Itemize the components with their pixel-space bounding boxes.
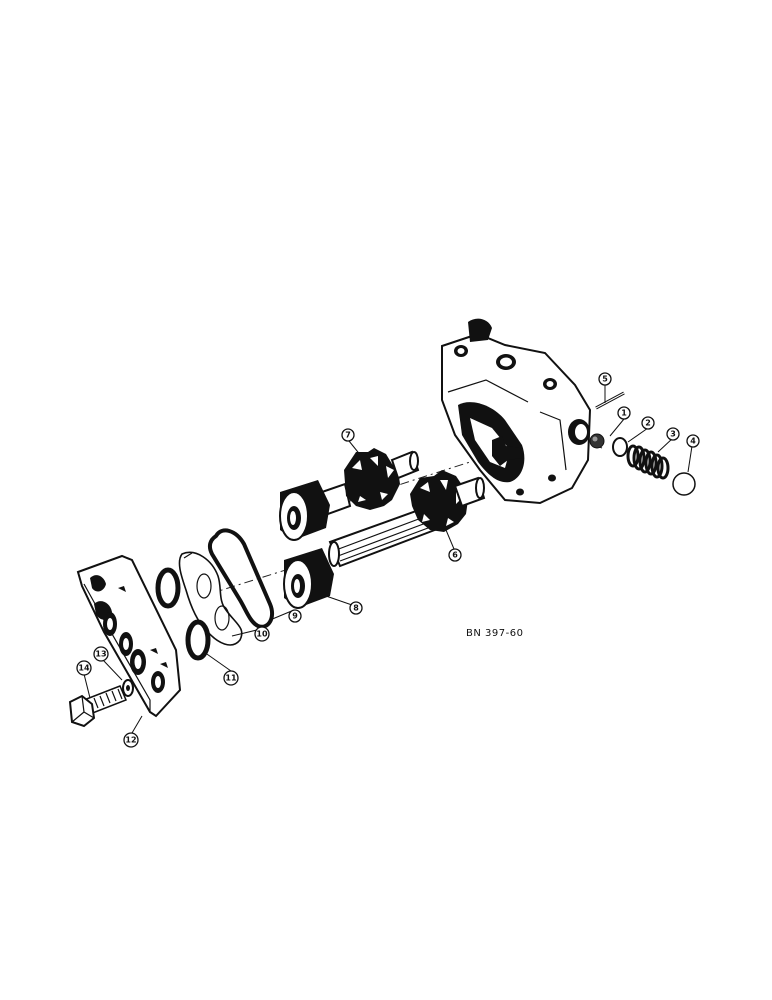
callout-12: 12 [123,732,139,748]
svg-text:10: 10 [256,630,268,639]
drive-gear-shaft [328,470,486,568]
callout-13: 13 [93,646,109,662]
relief-valve-parts [589,391,696,496]
callout-3: 3 [666,427,680,441]
callout-14: 14 [76,660,92,676]
callout-1: 1 [617,406,631,420]
callout-4: 4 [686,434,700,448]
svg-text:1: 1 [621,409,627,418]
callout-10: 10 [254,626,270,642]
svg-text:14: 14 [78,664,90,673]
svg-text:12: 12 [125,736,136,745]
svg-text:3: 3 [670,430,676,439]
pump-housing [441,318,592,505]
callout-2: 2 [641,416,655,430]
svg-text:5: 5 [602,375,608,384]
drawing-reference-code: BN 397-60 [466,628,524,639]
driven-gear [320,448,420,516]
svg-text:8: 8 [353,604,359,613]
callout-11: 11 [223,670,239,686]
upper-bushing [279,480,330,541]
callout-8: 8 [349,601,363,615]
svg-text:6: 6 [452,551,458,560]
wear-plate [178,551,243,646]
svg-text:4: 4 [690,437,696,446]
svg-text:9: 9 [292,612,298,621]
callout-5: 5 [598,372,612,386]
seal-rings [155,567,211,661]
bolt-and-washer [68,679,134,728]
svg-text:2: 2 [645,419,651,428]
svg-text:7: 7 [345,431,351,440]
leader-lines [83,385,693,734]
cover-plate [76,554,182,718]
callout-9: 9 [288,609,302,623]
callout-7: 7 [341,428,355,442]
gasket-seal-ring [207,528,275,629]
spring [626,444,670,480]
svg-text:13: 13 [95,650,106,659]
svg-text:11: 11 [225,674,237,683]
callout-6: 6 [448,548,462,562]
lower-bushing [283,548,334,609]
